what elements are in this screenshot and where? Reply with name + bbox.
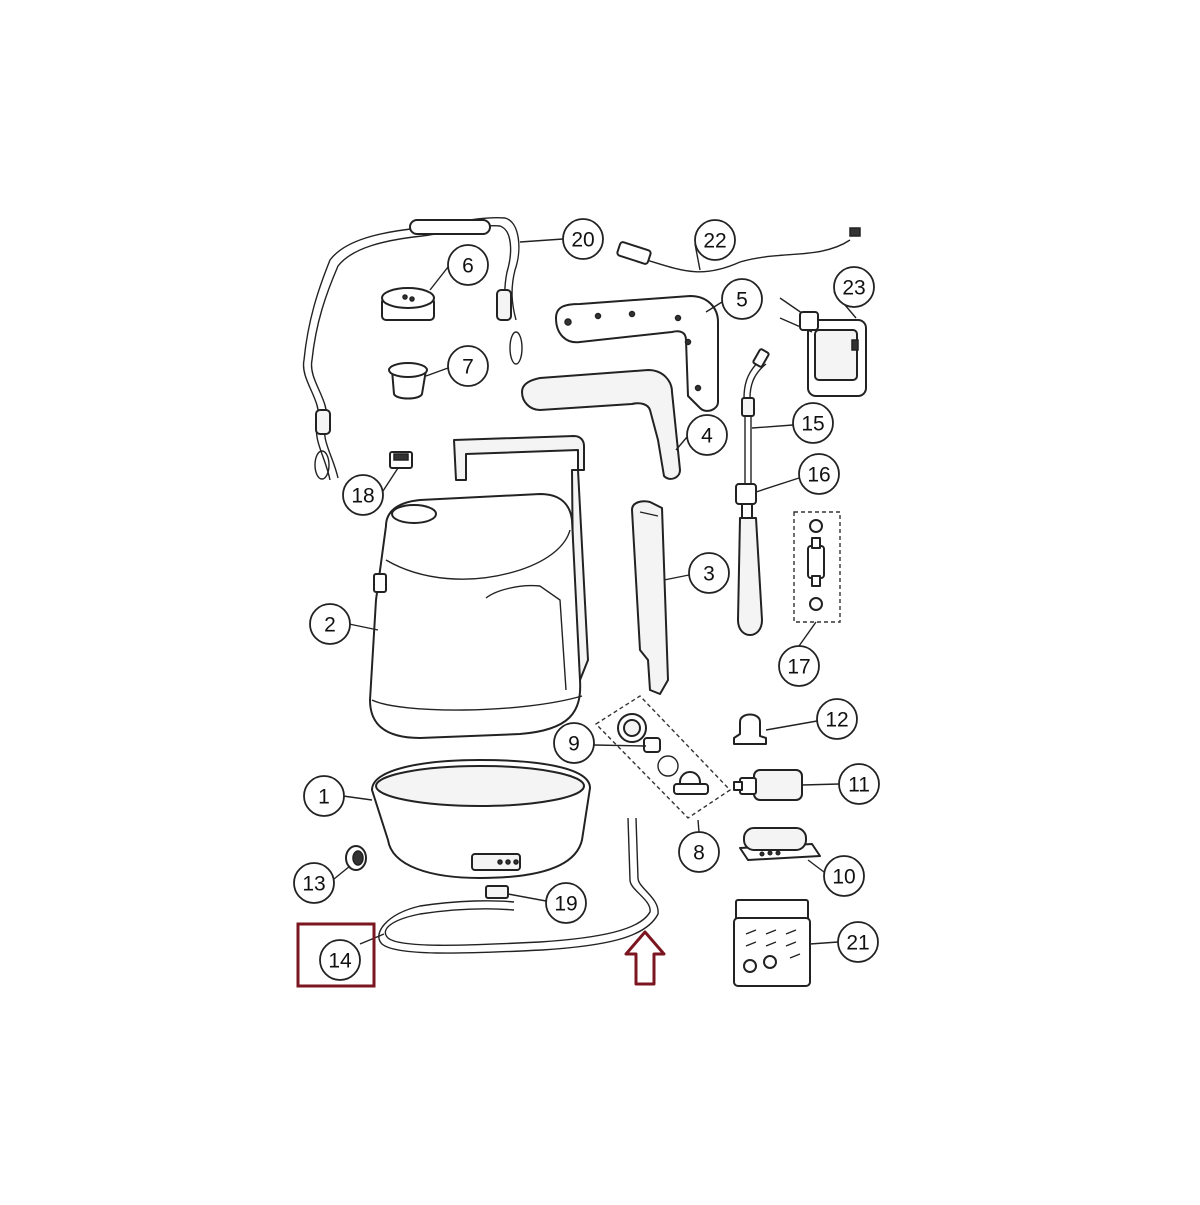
part-16-wand-grip <box>735 483 763 636</box>
callout-circle <box>686 414 728 456</box>
part-21-hardware-bag <box>733 899 811 987</box>
callout-number: 7 <box>462 356 474 379</box>
part-19-pad <box>485 885 509 899</box>
callout-number: 3 <box>703 563 715 586</box>
part-10-battery <box>739 827 821 861</box>
callout-number: 11 <box>848 774 870 797</box>
callout-10: 10 <box>823 855 865 897</box>
callout-18: 18 <box>342 474 384 516</box>
callout-4: 4 <box>686 414 728 456</box>
part-5-handle-cover <box>555 295 719 412</box>
callout-number: 9 <box>568 733 580 756</box>
callout-5: 5 <box>721 278 763 320</box>
callout-12: 12 <box>816 698 858 740</box>
callout-14: 14 <box>319 939 361 981</box>
callout-circle <box>837 921 879 963</box>
callout-number: 14 <box>328 950 352 973</box>
callout-11: 11 <box>838 763 880 805</box>
callout-circle <box>342 474 384 516</box>
callout-8: 8 <box>678 831 720 873</box>
part-18-switch <box>389 451 413 469</box>
part-22-usb-cable <box>616 227 861 273</box>
callout-17: 17 <box>778 645 820 687</box>
callout-13: 13 <box>293 862 335 904</box>
callout-15: 15 <box>792 402 834 444</box>
callout-circle <box>553 722 595 764</box>
callout-number: 23 <box>842 277 865 300</box>
callout-circle <box>293 862 335 904</box>
callout-circle <box>319 939 361 981</box>
callout-23: 23 <box>833 266 875 308</box>
part-13-grommet <box>345 845 367 871</box>
callout-circle <box>816 698 858 740</box>
part-4-handle-base <box>521 369 681 480</box>
callout-number: 12 <box>825 709 848 732</box>
callout-6: 6 <box>447 244 489 286</box>
callout-16: 16 <box>798 453 840 495</box>
callout-number: 19 <box>554 893 577 916</box>
part-17-connector-kit <box>793 511 841 623</box>
callout-number: 15 <box>801 413 824 436</box>
callout-circle <box>833 266 875 308</box>
callout-number: 21 <box>846 932 869 955</box>
callout-number: 13 <box>302 873 325 896</box>
callout-circle <box>678 831 720 873</box>
callout-circle <box>447 345 489 387</box>
callout-circle <box>823 855 865 897</box>
part-8-valve-kit <box>594 695 732 819</box>
callout-20: 20 <box>562 218 604 260</box>
callout-number: 16 <box>807 464 830 487</box>
callout-number: 4 <box>701 425 713 448</box>
part-1-base <box>371 759 591 879</box>
part-2-tank <box>369 435 589 739</box>
part-14-hose <box>378 817 659 954</box>
callout-number: 8 <box>693 842 705 865</box>
callout-circle <box>545 882 587 924</box>
part-3-side-rail <box>631 500 669 695</box>
callout-circle <box>798 453 840 495</box>
callout-circle <box>303 775 345 817</box>
callout-number: 5 <box>736 289 748 312</box>
callout-circle <box>838 763 880 805</box>
callout-number: 2 <box>324 614 336 637</box>
callout-number: 22 <box>703 230 726 253</box>
part-11-pump-motor <box>733 769 803 801</box>
callout-number: 17 <box>787 656 810 679</box>
callout-circle <box>721 278 763 320</box>
part-20-shoulder-strap <box>302 216 523 481</box>
callout-3: 3 <box>688 552 730 594</box>
callout-number: 6 <box>462 255 474 278</box>
callout-circle <box>688 552 730 594</box>
callout-19: 19 <box>545 882 587 924</box>
part-7-filter-basket <box>388 362 428 400</box>
part-6-tank-cap <box>381 287 435 321</box>
callout-number: 20 <box>571 229 594 252</box>
callout-circle <box>562 218 604 260</box>
callout-circle <box>447 244 489 286</box>
callout-1: 1 <box>303 775 345 817</box>
callout-circle <box>792 402 834 444</box>
callout-9: 9 <box>553 722 595 764</box>
highlight-box <box>296 922 376 988</box>
callout-21: 21 <box>837 921 879 963</box>
part-12-clip <box>733 713 767 745</box>
part-15-spray-lance <box>741 348 770 486</box>
callout-number: 18 <box>351 485 374 508</box>
part-23-charger <box>779 297 867 397</box>
callout-2: 2 <box>309 603 351 645</box>
callout-circle <box>778 645 820 687</box>
callout-circle <box>309 603 351 645</box>
callout-7: 7 <box>447 345 489 387</box>
up-arrow-icon <box>624 930 666 986</box>
callout-22: 22 <box>694 219 736 261</box>
callout-number: 10 <box>832 866 855 889</box>
callout-number: 1 <box>318 786 330 809</box>
callout-circle <box>694 219 736 261</box>
